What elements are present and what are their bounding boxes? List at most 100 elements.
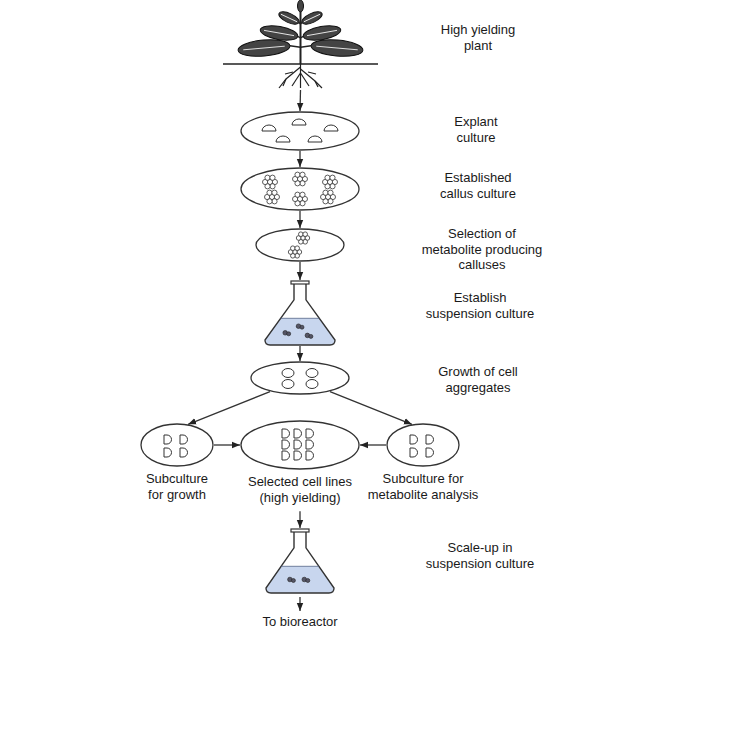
- cell-line: [306, 429, 314, 438]
- petri-dish: Growth of cell aggregates: [250, 361, 350, 395]
- plant-root: [308, 72, 316, 74]
- step-label: Explant culture: [440, 114, 512, 145]
- flow-arrow: [360, 444, 386, 445]
- cell-aggregate: [282, 380, 294, 389]
- callus-cell: [323, 190, 328, 195]
- plant-root: [285, 72, 293, 74]
- callus-cell: [295, 246, 300, 251]
- culture-flask-shape: [264, 528, 336, 594]
- cell-clump: [291, 579, 295, 583]
- callus-cell: [270, 175, 275, 180]
- step-label: Selection of metabolite producing callus…: [420, 226, 545, 273]
- cell-line: [410, 448, 418, 457]
- plant-bud: [298, 0, 304, 12]
- medium-surface: [281, 566, 319, 567]
- plant-leaf: [310, 38, 363, 58]
- explant-piece: [292, 119, 306, 125]
- explant-piece: [324, 125, 338, 131]
- cell-line: [306, 451, 314, 460]
- flow-arrow: [330, 392, 412, 425]
- explant-piece: [308, 136, 322, 142]
- step-label: Selected cell lines (high yielding): [242, 474, 358, 505]
- cell-line: [294, 451, 302, 460]
- leaf-midrib: [264, 30, 294, 35]
- dish-outline: [141, 424, 213, 466]
- petri-dish-shape: [386, 423, 460, 467]
- step-label: High yielding plant: [433, 22, 523, 53]
- cell-line: [180, 448, 188, 457]
- step-label: Scale-up in suspension culture: [418, 540, 542, 571]
- cell-line: [306, 440, 314, 449]
- callus-cell: [328, 190, 333, 195]
- cell-clump: [300, 325, 304, 329]
- plant-leaf: [237, 38, 290, 58]
- plant-root: [279, 67, 301, 88]
- plant-root: [301, 69, 323, 88]
- plant-leaf: [277, 9, 301, 26]
- cell-aggregate: [306, 369, 318, 378]
- plant-root: [315, 81, 318, 87]
- petri-dish: Explant culture: [240, 111, 360, 151]
- flask-outline: [266, 532, 334, 593]
- leaf-midrib: [243, 46, 284, 50]
- dish-outline: [256, 229, 344, 261]
- explant-piece: [276, 136, 290, 142]
- petri-dish: Selection of metabolite producing callus…: [255, 228, 345, 262]
- leaf-midrib: [307, 30, 337, 35]
- output-arrow: [299, 597, 300, 611]
- cell-line: [294, 429, 302, 438]
- output-label: To bioreactor: [230, 614, 370, 630]
- petri-dish: Subculture for growth: [140, 423, 214, 467]
- callus-cell: [272, 190, 277, 195]
- callus-cell: [270, 184, 275, 189]
- callus-cell: [272, 199, 277, 204]
- dish-outline: [387, 424, 459, 466]
- callus-cell: [291, 246, 296, 251]
- medium-surface: [281, 318, 320, 319]
- callus-cell: [303, 240, 308, 245]
- petri-dish-shape: [240, 111, 360, 151]
- callus-cell: [325, 175, 330, 180]
- callus-cell: [303, 232, 308, 237]
- cell-clump: [306, 579, 310, 583]
- step-label: Subculture for growth: [140, 471, 214, 502]
- flow-arrow: [299, 151, 300, 167]
- culture-medium: [265, 318, 335, 345]
- petri-dish: Subculture for metabolite analysis: [386, 423, 460, 467]
- flow-arrow: [299, 346, 300, 361]
- step-label: Establish suspension culture: [423, 290, 537, 321]
- dish-outline: [251, 362, 349, 394]
- cell-aggregate: [306, 380, 318, 389]
- flow-arrow: [299, 90, 301, 111]
- petri-dish: Selected cell lines (high yielding): [240, 420, 360, 511]
- flow-arrow: [299, 262, 300, 280]
- flow-arrow: [214, 444, 240, 445]
- leaf-midrib: [316, 46, 357, 50]
- dish-outline: [241, 112, 359, 150]
- plant-leaf: [300, 9, 324, 26]
- petri-dish: Established callus culture: [240, 167, 360, 211]
- cell-line: [282, 440, 290, 449]
- dish-outline: [241, 168, 359, 210]
- cell-line: [426, 448, 434, 457]
- plant-root: [283, 79, 286, 86]
- cell-line: [180, 435, 187, 444]
- petri-dish-shape: [140, 423, 214, 467]
- cell-line: [282, 451, 290, 460]
- cell-line: [164, 448, 172, 457]
- leaf-midrib: [304, 14, 320, 21]
- callus-cell: [295, 254, 300, 259]
- flask-rim: [291, 281, 309, 284]
- callus-cell: [267, 190, 272, 195]
- leaf-midrib: [281, 14, 297, 21]
- step-label: Growth of cell aggregates: [432, 364, 524, 395]
- callus-cell: [328, 199, 333, 204]
- plant-root: [292, 73, 301, 86]
- cell-aggregate: [282, 369, 294, 378]
- cell-line: [294, 440, 302, 449]
- callus-cell: [295, 192, 300, 197]
- dish-outline: [241, 421, 359, 469]
